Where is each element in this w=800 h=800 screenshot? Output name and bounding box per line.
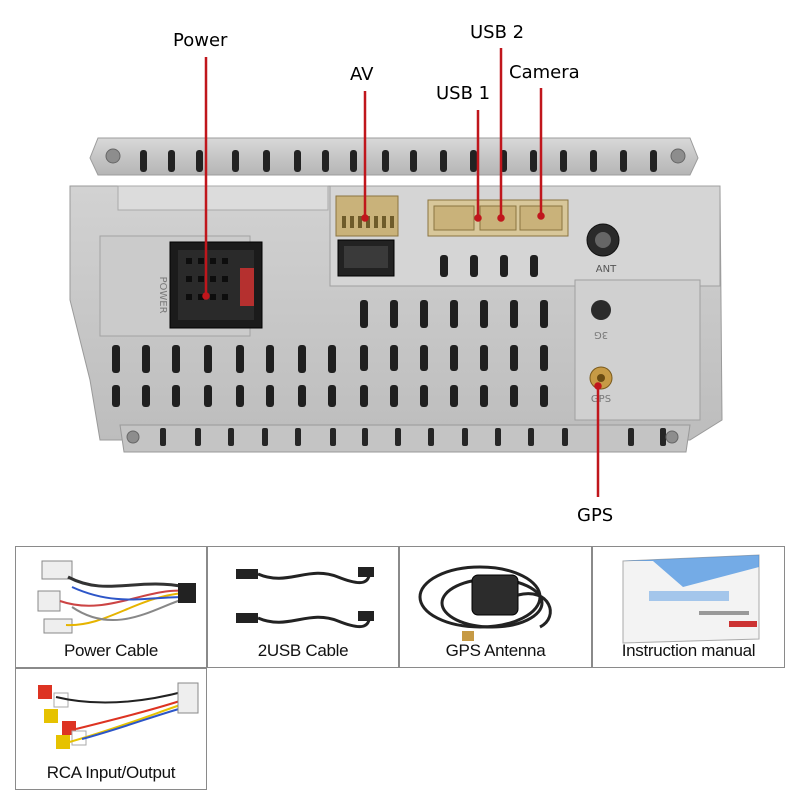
power-connector: POWER (157, 241, 263, 329)
3g-jack: 3G (591, 300, 611, 340)
chassis-vent-slots-bottom (112, 255, 548, 407)
gps-marking: GPS (591, 394, 611, 405)
instruction-manual-image (622, 554, 760, 644)
ant-marking: ANT (596, 264, 617, 275)
power-cable-caption: Power Cable (63, 641, 159, 660)
callout-av: AV (350, 64, 374, 85)
power-cable-image (37, 560, 196, 634)
chassis-vent-slots-top (140, 150, 657, 172)
accessory-rca-io: RCA Input/Output (15, 668, 207, 790)
callout-camera: Camera (509, 62, 580, 83)
power-label-marking: POWER (157, 276, 168, 313)
callout-usb2: USB 2 (470, 22, 525, 43)
instruction-manual-caption: Instruction manual (621, 641, 756, 660)
usb-cable-caption: 2USB Cable (257, 641, 349, 660)
av-connector (335, 195, 399, 277)
chassis-top-plate (89, 137, 699, 176)
gps-antenna-caption: GPS Antenna (445, 641, 546, 660)
callout-power: Power (173, 30, 228, 51)
callout-gps: GPS (577, 505, 614, 526)
accessory-gps-antenna: GPS Antenna (399, 546, 592, 668)
chassis-bottom-lip (119, 424, 691, 453)
rca-cable-image (38, 682, 199, 749)
antenna-jack: ANT (586, 223, 620, 275)
callout-lines (202, 48, 602, 497)
accessory-power-cable: Power Cable (15, 546, 207, 668)
rca-io-caption: RCA Input/Output (46, 763, 176, 782)
callout-usb1: USB 1 (436, 83, 491, 104)
3g-marking: 3G (594, 329, 608, 340)
usb-cable-image (236, 567, 374, 629)
accessory-instruction-manual: Instruction manual (592, 546, 785, 668)
head-unit-rear-photo: POWER ANT 3G GPS (69, 48, 723, 497)
accessory-usb-cable: 2USB Cable (207, 546, 399, 668)
gps-antenna-image (418, 565, 552, 641)
